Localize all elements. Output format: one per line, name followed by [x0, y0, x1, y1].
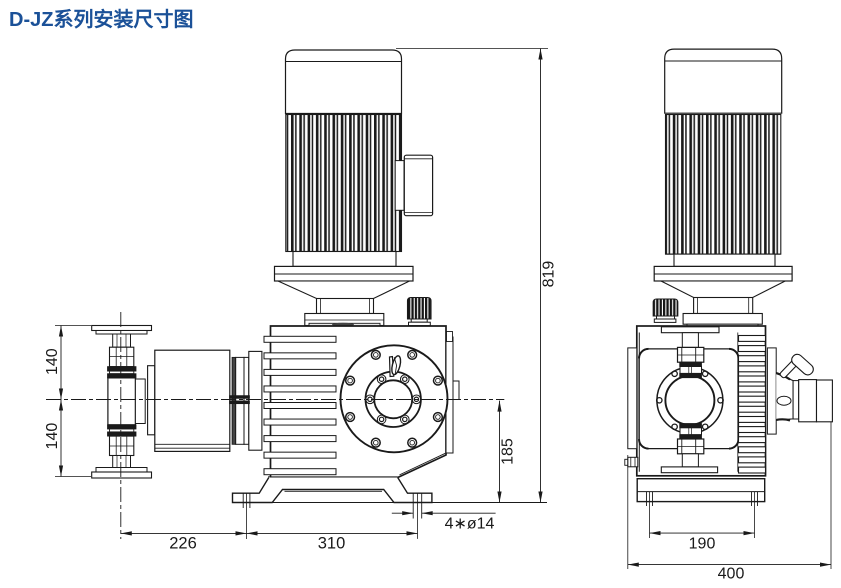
- svg-text:140: 140: [44, 348, 61, 375]
- svg-text:819: 819: [541, 261, 558, 288]
- svg-text:4∗ø14: 4∗ø14: [445, 516, 495, 533]
- svg-text:310: 310: [318, 535, 346, 553]
- svg-text:185: 185: [500, 438, 517, 465]
- svg-text:400: 400: [718, 566, 745, 583]
- svg-text:140: 140: [44, 423, 61, 450]
- svg-text:226: 226: [169, 535, 197, 553]
- svg-text:D-JZ系列安装尺寸图: D-JZ系列安装尺寸图: [9, 7, 193, 31]
- svg-text:190: 190: [689, 536, 716, 553]
